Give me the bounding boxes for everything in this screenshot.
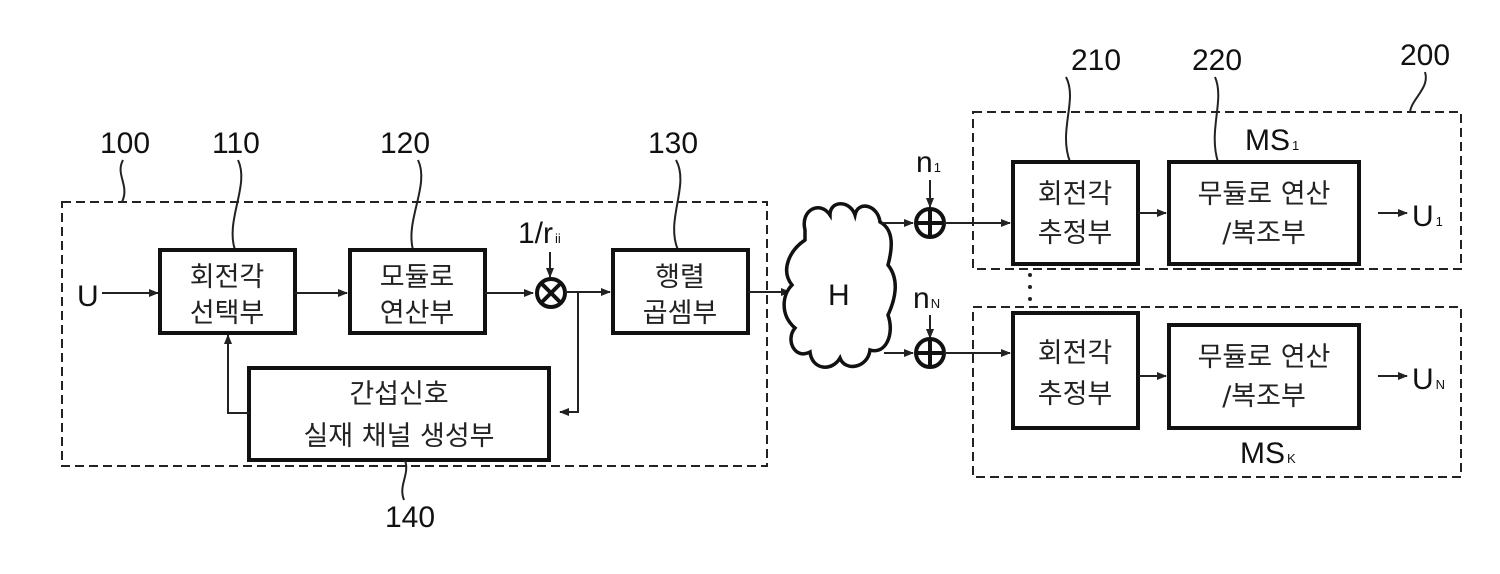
ref-110: 110 bbox=[212, 127, 260, 160]
block-rotation-angle-selector bbox=[158, 248, 297, 335]
leader-100 bbox=[119, 159, 126, 203]
channel-cloud-icon bbox=[782, 202, 897, 369]
leader-220 bbox=[1213, 76, 1220, 163]
ref-200: 200 bbox=[1400, 39, 1450, 72]
wire-140-to-110 bbox=[224, 334, 249, 414]
leader-140 bbox=[401, 459, 408, 501]
ref-120: 120 bbox=[380, 127, 430, 160]
block-130-line1: 행렬 bbox=[655, 262, 705, 293]
multiplier-icon bbox=[535, 277, 567, 309]
leader-110 bbox=[231, 159, 243, 251]
ms1-est-line2: 추정부 bbox=[1038, 218, 1113, 249]
msk-modulo-demodulator bbox=[1167, 323, 1361, 430]
msk-boundary bbox=[972, 306, 1462, 478]
leader-120 bbox=[410, 159, 423, 251]
msk-dem-line2: /복조부 bbox=[1222, 381, 1306, 412]
ref-210: 210 bbox=[1071, 44, 1121, 77]
channel-label: H bbox=[828, 279, 850, 312]
ref-130: 130 bbox=[648, 127, 698, 160]
input-u-label: U bbox=[77, 280, 99, 313]
ref-140: 140 bbox=[385, 501, 435, 534]
block-130-line2: 곱셈부 bbox=[643, 298, 718, 329]
msk-est-line2: 추정부 bbox=[1038, 379, 1113, 410]
msk-dem-line1: 무듈로 연산 bbox=[1198, 342, 1331, 373]
leader-130 bbox=[673, 159, 682, 251]
ms1-modulo-demodulator bbox=[1167, 160, 1361, 266]
ms1-dem-line1: 무듈로 연산 bbox=[1198, 179, 1331, 210]
block-interference-channel-generator bbox=[247, 366, 551, 462]
noise-n-label: nN bbox=[913, 282, 940, 315]
noise-1-label: n1 bbox=[916, 146, 941, 179]
ms1-est-line1: 회전각 bbox=[1038, 179, 1113, 210]
adder-1-icon bbox=[914, 207, 946, 239]
msk-rotation-angle-estimator bbox=[1011, 311, 1140, 430]
leader-210 bbox=[1065, 76, 1071, 163]
ellipsis-dots bbox=[1028, 273, 1032, 301]
ref-100: 100 bbox=[100, 127, 150, 160]
block-140-line2: 실재 채널 생성부 bbox=[303, 421, 494, 452]
leader-200 bbox=[1409, 71, 1427, 113]
block-110-line1: 회전각 bbox=[190, 262, 265, 293]
msk-est-line1: 회전각 bbox=[1038, 338, 1113, 369]
transmitter-boundary bbox=[61, 201, 768, 467]
block-110-line2: 선택부 bbox=[190, 298, 265, 329]
block-140-line1: 간섭신호 bbox=[349, 379, 448, 410]
ms1-dem-line2: /복조부 bbox=[1222, 218, 1306, 249]
block-modulo-operation bbox=[348, 248, 487, 335]
ref-220: 220 bbox=[1192, 44, 1242, 77]
block-120-line1: 모듈로 bbox=[380, 262, 455, 293]
wire-mult-to-140 bbox=[559, 292, 579, 416]
block-120-line2: 연산부 bbox=[380, 298, 455, 329]
adder-n-icon bbox=[914, 337, 946, 369]
